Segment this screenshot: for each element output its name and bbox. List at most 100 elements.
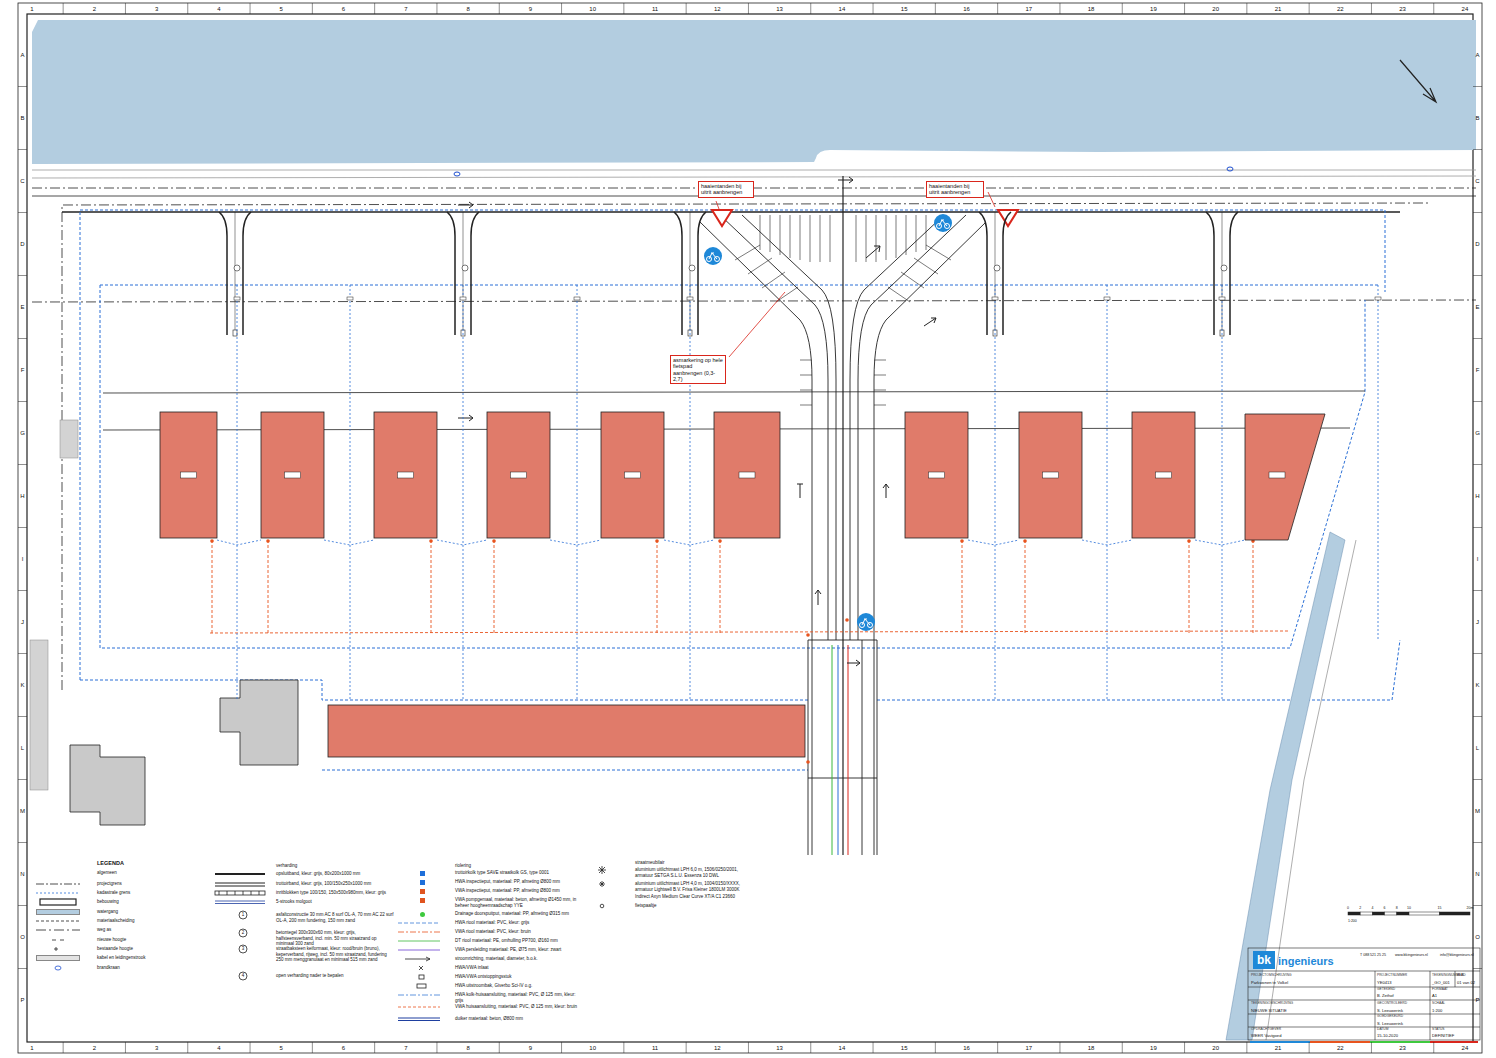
central-road	[700, 176, 986, 855]
legend-text: fietspaaltje	[635, 903, 657, 908]
title-block	[1248, 948, 1480, 1040]
callout-text: haaientanden bij uitrit aanbrengen	[701, 183, 751, 196]
grid-tick	[1371, 3, 1372, 14]
house	[1245, 414, 1325, 540]
grid-tick	[935, 3, 936, 14]
parking-stalls	[760, 215, 830, 262]
legend-entry: watergang	[97, 909, 207, 914]
grid-tick	[374, 1042, 375, 1053]
house-tag	[1043, 472, 1059, 478]
scale-label: 6	[1384, 907, 1386, 911]
grid-reference: 8	[466, 1045, 469, 1051]
connection-point	[655, 539, 659, 543]
legend-text: HWA inspectieput, materiaal: PP, afmetin…	[455, 879, 560, 884]
grid-reference: 14	[839, 1045, 846, 1051]
legend-text: betontegel 300x300x60 mm, kleur: grijs, …	[276, 930, 377, 945]
north-arrow	[1400, 60, 1436, 102]
grid-reference: G	[20, 430, 25, 436]
direction-arrow	[458, 177, 936, 666]
grid-reference: J	[21, 619, 24, 625]
water-body	[32, 20, 1476, 164]
callout-text: asmarkering op hele fietspad aanbrengen …	[673, 357, 723, 382]
legend-entry: HWA riool materiaal: PVC, kleur: grijs	[455, 920, 580, 925]
grid-reference: K	[1475, 682, 1479, 688]
connection-point	[806, 633, 810, 637]
connection-point	[845, 618, 849, 622]
project-boundary	[32, 300, 1476, 302]
title-block-text: YE0413	[1377, 981, 1392, 985]
bicycle-sign	[934, 214, 952, 232]
legend-sample	[36, 930, 80, 931]
legend-sample	[239, 945, 247, 953]
legend-entry: brandkraan	[97, 965, 207, 970]
road-edge	[32, 188, 1476, 189]
title-block-colour-strip	[1430, 1041, 1478, 1043]
legend-sample	[398, 995, 440, 996]
lot-boundary	[1107, 285, 1108, 700]
title-block-text: S. Leeuwerink	[1377, 1009, 1403, 1013]
legend-entry: aluminium uitlichtmast LPH 4,0 m, 1004/0…	[635, 881, 753, 891]
legend-text: HWA riool materiaal: PVC, kleur: grijs	[455, 920, 529, 925]
title-block-text: FORMAAT	[1432, 988, 1448, 991]
direction-arrow	[838, 177, 853, 183]
grid-reference: 6	[342, 1045, 345, 1051]
legend-text: HWA/VWA inlaat	[455, 965, 488, 970]
boundary-marker	[992, 297, 998, 300]
driveway	[674, 212, 682, 335]
grid-tick	[623, 1042, 624, 1053]
grid-tick	[312, 3, 313, 14]
title-block-text: PROJECTOMSCHRIJVING	[1251, 974, 1292, 977]
grid-reference: 11	[652, 6, 658, 12]
legend-sample	[398, 950, 440, 951]
grid-tick	[18, 779, 27, 780]
legend-sample	[599, 881, 605, 887]
legend-sample	[417, 984, 426, 988]
grid-tick	[250, 3, 251, 14]
title-block-text: Parkwonen te Volkel	[1251, 981, 1288, 985]
legend-entry: VWA persleiding materiaal: PE, Ø75 mm, k…	[455, 947, 580, 952]
rainwater-connection	[217, 540, 1245, 545]
north-arrow	[1400, 60, 1436, 102]
scale-bar	[1397, 912, 1409, 915]
grid-tick	[18, 905, 27, 906]
grid-reference: M	[1475, 808, 1480, 814]
fire-hydrant	[454, 172, 460, 176]
grid-tick	[18, 716, 27, 717]
legend-sample	[398, 932, 440, 933]
title-block	[1248, 948, 1480, 1040]
existing-building	[70, 745, 145, 825]
legend-entry: kabel en leidingenstrook	[97, 955, 207, 960]
road-edge	[32, 170, 1476, 212]
legend-sample	[398, 1018, 440, 1021]
grid-tick	[1473, 716, 1482, 717]
grid-tick	[1473, 212, 1482, 213]
legend-text: duiker materiaal: beton, Ø800 mm	[455, 1016, 523, 1021]
legend-text: HWA/VWA ontstoppingsstuk	[455, 974, 511, 979]
grid-reference: 14	[839, 6, 846, 12]
direction-arrow	[847, 660, 860, 666]
legend-entry: straatbaksteen keiformaat, kleur: rood/b…	[276, 946, 394, 962]
scale-label: 0	[1347, 907, 1349, 911]
grid-tick	[187, 1042, 188, 1053]
grid-reference: 7	[404, 1045, 407, 1051]
existing-strip	[60, 420, 78, 458]
title-block-colour-strip	[1370, 1041, 1430, 1043]
grid-reference: 10	[589, 6, 596, 12]
legend-sample	[398, 923, 440, 924]
leader-line	[716, 192, 995, 357]
grid-tick	[18, 842, 27, 843]
title-block-text: OPDRACHTGEVER	[1251, 1028, 1281, 1031]
cadastral-boundary	[100, 285, 1365, 648]
grid-reference: 22	[1337, 6, 1344, 12]
connection-point	[960, 539, 964, 543]
grid-tick	[748, 1042, 749, 1053]
grid-tick	[18, 590, 27, 591]
cable-lines	[838, 645, 839, 855]
fire-hydrant	[454, 167, 1233, 176]
grid-tick	[18, 212, 27, 213]
grid-reference: O	[20, 934, 25, 940]
grid-reference: E	[20, 304, 24, 310]
scale-label: 4	[1371, 907, 1373, 911]
house	[1019, 412, 1082, 538]
